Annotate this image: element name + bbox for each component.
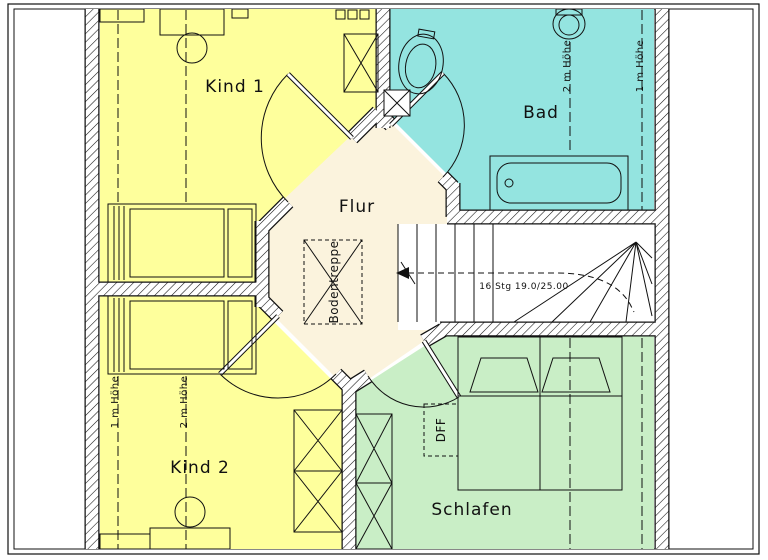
stair-walkline-arrow (396, 267, 409, 279)
small-cabinet-1 (335, 9, 346, 20)
wardrobe-schlafen (355, 413, 393, 550)
dff-label: DFF (434, 418, 448, 443)
doors (218, 71, 465, 408)
bed1-headboard (113, 206, 125, 280)
shaft-cross (383, 89, 411, 117)
bodentreppe-cross (303, 239, 363, 325)
room-schlafen (356, 336, 654, 549)
chair-kind2 (174, 496, 206, 528)
room-label-schlafen: Schlafen (431, 500, 512, 520)
staircase (396, 224, 653, 323)
toilet-bowl-inner (558, 14, 580, 36)
bed2-frame (107, 295, 257, 375)
double-bed-divider (458, 337, 622, 490)
bed1-frame (107, 203, 257, 283)
toilet (552, 8, 586, 40)
stair-walk-line (408, 272, 635, 313)
height-label-right-2m: 2 m Höhe (562, 40, 573, 93)
bed1-mattress (129, 208, 225, 278)
door-leaf (218, 71, 461, 398)
wall-hatch (85, 9, 669, 549)
bed2-foot (227, 300, 253, 370)
shelf-kind1 (99, 8, 145, 23)
stair-note: 16 Stg 19.0/25.00 (479, 282, 568, 292)
wardrobe-right-box (355, 413, 393, 550)
small-cabinet-3 (359, 9, 370, 20)
toilet-bowl (552, 8, 586, 40)
room-label-flur: Flur (339, 197, 375, 217)
small-cabinet-2 (347, 9, 358, 20)
room-kind2 (100, 294, 344, 549)
room-flur (260, 110, 454, 392)
bed2-headboard (113, 298, 125, 372)
tall-cabinet-cross (343, 33, 379, 93)
bathtub-outer (489, 155, 629, 211)
room-label-kind2: Kind 2 (170, 458, 230, 478)
tall-cabinet-box (343, 33, 379, 93)
tall-cabinet-kind1 (343, 33, 379, 93)
wardrobe-left-cross (293, 409, 343, 533)
chair-kind1 (176, 32, 208, 64)
bed-kind1 (107, 203, 257, 283)
bed-kind2 (107, 295, 257, 375)
washbasin (398, 28, 444, 95)
washbasin-bowl (404, 43, 437, 89)
bed1-foot (227, 208, 253, 278)
bathtub (489, 155, 629, 211)
height-label-left-2m: 2 m Höhe (179, 376, 190, 429)
bed2-mattress (129, 300, 225, 370)
walls (84, 9, 670, 549)
labels: Kind 1 Bad Flur Kind 2 Schlafen Bodentre… (110, 40, 646, 520)
desk-kind1 (159, 8, 225, 36)
annotation-boxes (303, 239, 459, 457)
room-label-bad: Bad (523, 103, 559, 123)
desk-accessory-kind1 (231, 8, 249, 19)
stair-treads-winder (513, 241, 653, 323)
rooms (100, 9, 654, 549)
height-label-left-1m: 1 m Höhe (110, 376, 121, 429)
room-label-kind1: Kind 1 (205, 77, 265, 97)
bathtub-inner (496, 162, 622, 204)
door-swing-arcs (219, 72, 465, 408)
dff-box (423, 403, 459, 457)
furniture (99, 8, 629, 550)
shaft (383, 89, 411, 117)
shelf-kind2 (99, 533, 151, 550)
pillow-right (541, 357, 611, 393)
pillow-left (469, 357, 539, 393)
wardrobe-right-cross (355, 413, 393, 550)
washbasin-rim (398, 33, 444, 95)
wardrobe-kind2 (293, 409, 343, 533)
frame-outer (7, 3, 760, 555)
room-kind1 (100, 9, 376, 284)
loft-ladder-hatch (303, 239, 363, 325)
washbasin-tap (417, 28, 436, 40)
bodentreppe-label: Bodentreppe (327, 240, 341, 323)
height-lines (117, 10, 643, 549)
height-label-right-1m: 1 m Höhe (635, 40, 646, 93)
bathtub-drain (504, 178, 514, 188)
bodentreppe-box (303, 239, 363, 325)
